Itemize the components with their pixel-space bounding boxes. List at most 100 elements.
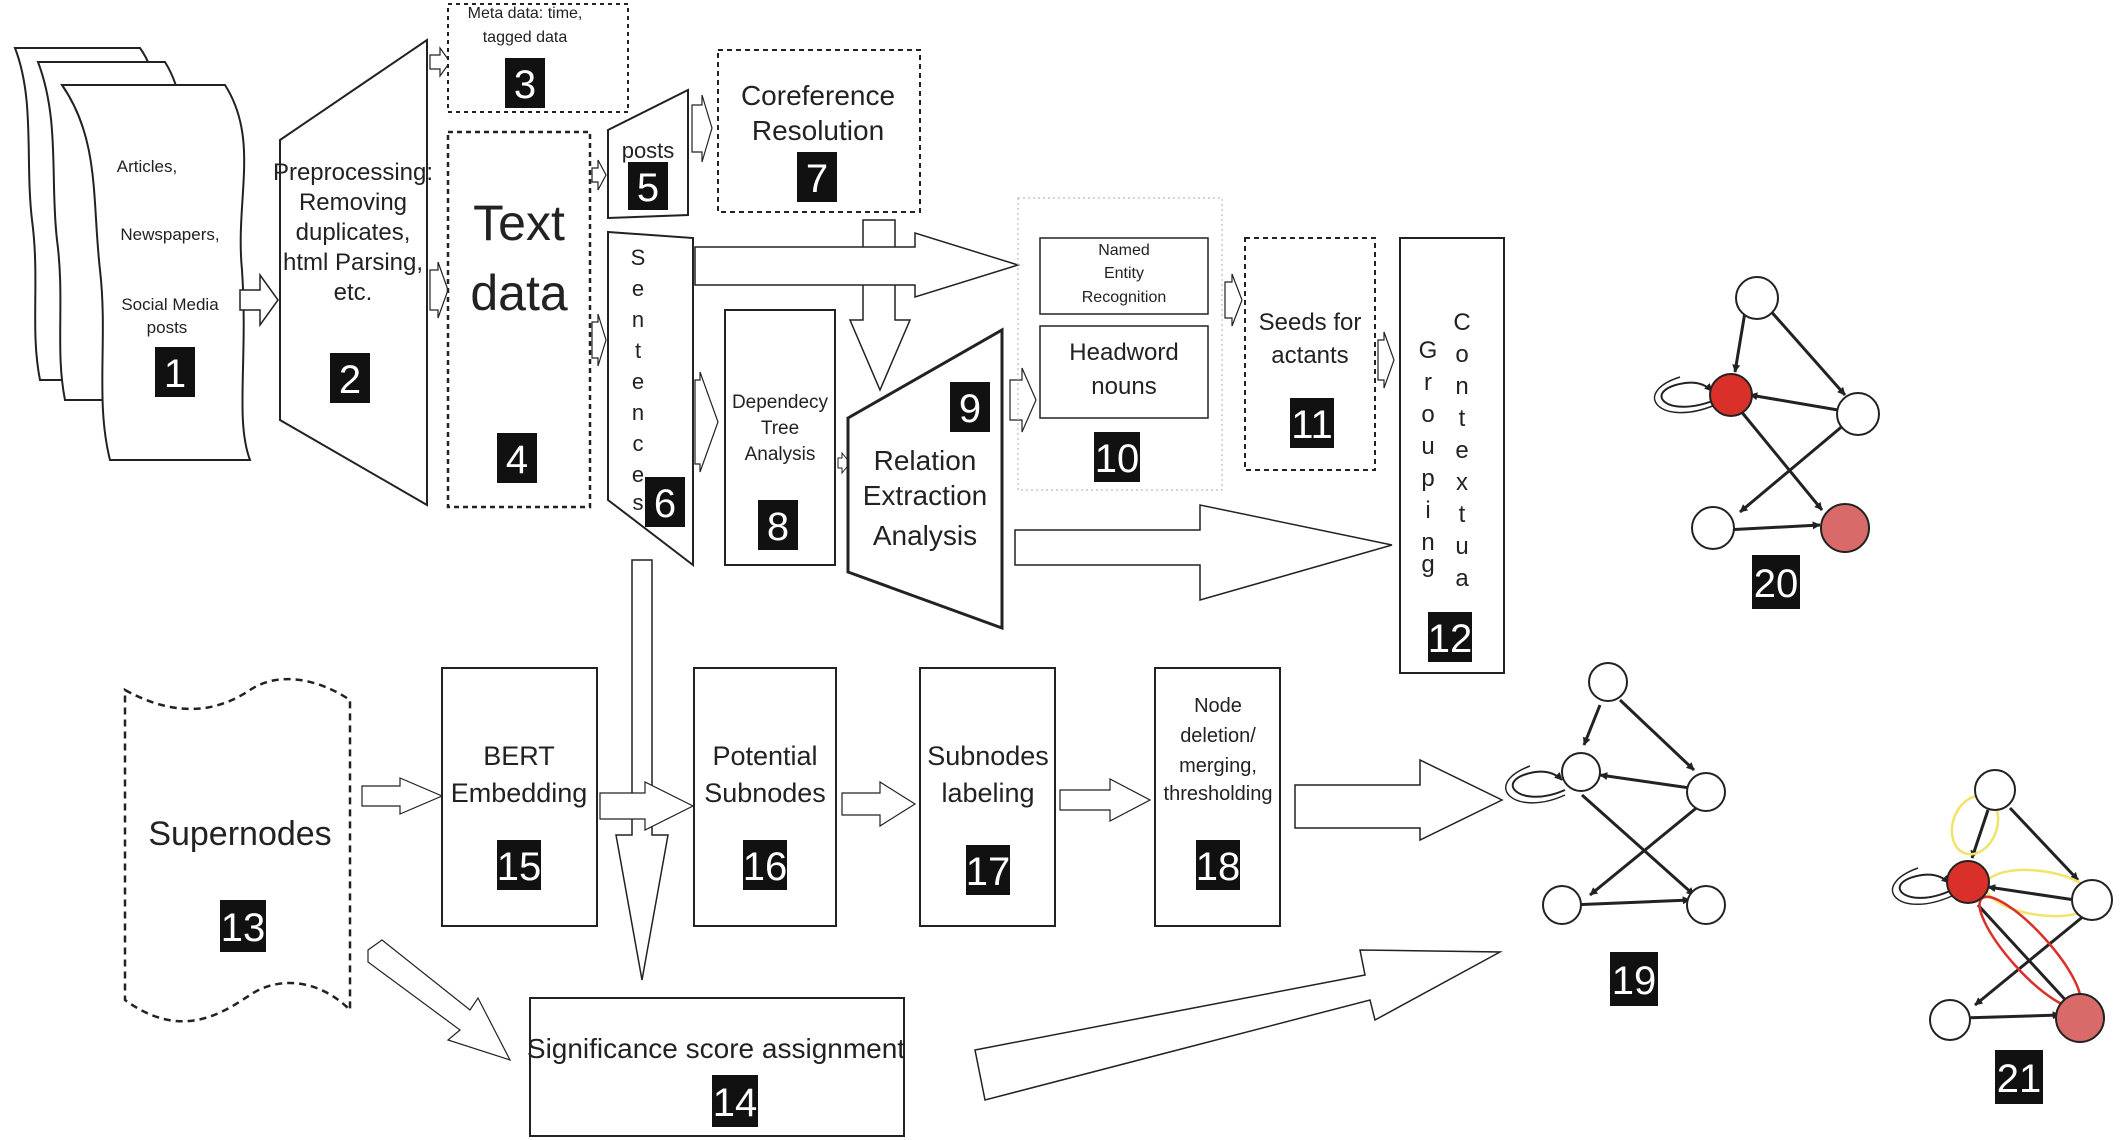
step-16-text-2: Subnodes — [704, 778, 826, 808]
graph-19-node-3 — [1686, 772, 1726, 812]
step-11-number: 11 — [1291, 403, 1333, 447]
step-6-number: 6 — [654, 482, 676, 526]
step-4-number-badge — [497, 433, 537, 483]
step-2-number-badge — [330, 353, 370, 403]
step-10-ner-text-1: Named — [1098, 242, 1150, 259]
graph-21: 21 — [1891, 769, 2113, 1104]
step-5-number: 5 — [637, 166, 659, 210]
step-2-text-1: Preprocessing: — [273, 159, 433, 186]
arrow-11-to-12 — [1377, 331, 1395, 389]
step-18-number-badge — [1196, 840, 1240, 890]
arrow-6-to-14 — [615, 559, 669, 981]
step-1-number-badge — [155, 347, 195, 397]
step-7-number: 7 — [806, 157, 828, 201]
step-16-number: 16 — [743, 845, 788, 889]
graph-20-number: 20 — [1754, 562, 1799, 606]
step-8-text-3: Analysis — [745, 444, 816, 465]
step-1-text-2: Newspapers, — [120, 225, 219, 244]
step-6-letter-5: e — [632, 369, 644, 394]
step-12-col1-letter-8: g — [1421, 551, 1434, 578]
step-3-number: 3 — [514, 63, 536, 107]
graph-20-node-3 — [1836, 392, 1880, 436]
arrow-2-to-3 — [429, 46, 451, 78]
graph-21-node-2-red — [1946, 860, 1990, 904]
graph-19-node-4 — [1542, 885, 1582, 925]
step-11-text-2: actants — [1271, 342, 1348, 369]
step-11-number-badge — [1290, 398, 1334, 448]
step-12-col2-letter-2: o — [1455, 341, 1468, 368]
step-15-bert: BERT Embedding 15 — [441, 667, 598, 927]
step-12-col1-letter-7: n — [1421, 529, 1434, 556]
step-13-text: Supernodes — [148, 815, 331, 853]
step-8-text-2: Tree — [761, 418, 799, 439]
step-6-letter-9: s — [633, 490, 644, 515]
step-3-number-badge — [505, 58, 545, 108]
step-18-text-2: deletion/ — [1180, 725, 1256, 747]
step-12-col2-letter-5: e — [1455, 437, 1468, 464]
step-17-number-badge — [966, 845, 1010, 895]
graph-21-node-5-pink — [2055, 993, 2105, 1043]
step-12-col2-letter-9: a — [1455, 565, 1469, 592]
step-1-documents: Articles, Newspapers, Social Media posts… — [13, 47, 252, 461]
arrow-9-to-12 — [1014, 504, 1393, 601]
step-2-text-5: etc. — [334, 279, 373, 306]
arrow-13-to-14 — [367, 939, 512, 1062]
step-7-text-2: Resolution — [752, 115, 884, 146]
arrow-6-to-8 — [694, 371, 719, 473]
step-2-text-3: duplicates, — [296, 219, 411, 246]
graph-21-number-badge — [1995, 1050, 2043, 1104]
arrow-9-to-10 — [1009, 367, 1037, 433]
step-12-col1-letter-6: i — [1425, 497, 1430, 524]
step-15-text-2: Embedding — [451, 778, 588, 808]
step-14-number: 14 — [713, 1081, 758, 1125]
step-9-text-1: Relation — [874, 445, 977, 476]
graph-19-node-1 — [1588, 662, 1628, 702]
step-10-headword-text-1: Headword — [1069, 339, 1178, 366]
step-10-entities: Named Entity Recognition Headword nouns … — [1017, 197, 1223, 491]
arrow-14-to-19 — [974, 949, 1503, 1101]
step-7-text-1: Coreference — [741, 80, 895, 111]
step-17-number: 17 — [966, 850, 1011, 894]
step-13-number: 13 — [221, 906, 266, 950]
step-11-seeds: Seeds for actants 11 — [1244, 237, 1376, 471]
arrow-10-to-11 — [1224, 273, 1243, 327]
step-1-text-3: Social Media — [121, 295, 219, 314]
arrow-6-to-10 — [694, 231, 1021, 299]
step-4-number: 4 — [506, 438, 528, 482]
step-10-number-badge — [1094, 432, 1140, 482]
step-4-text-data: Text data 4 — [446, 130, 592, 509]
step-12-col2-letter-1: C — [1453, 309, 1470, 336]
step-8-dependency-tree: Dependecy Tree Analysis 8 — [724, 309, 836, 566]
step-18-text-4: thresholding — [1164, 783, 1273, 805]
graph-20-node-5-pink — [1820, 503, 1870, 553]
step-13-number-badge — [220, 900, 266, 952]
step-6-letter-1: S — [631, 245, 646, 270]
step-14-significance: Significance score assignment 14 — [527, 997, 905, 1137]
step-8-number-badge — [758, 500, 798, 550]
step-1-text-4: posts — [147, 318, 188, 337]
graph-21-node-1 — [1974, 769, 2016, 811]
step-6-letter-3: n — [632, 307, 644, 332]
step-13-supernodes: Supernodes 13 — [123, 677, 352, 1023]
step-12-number-badge — [1428, 612, 1472, 662]
graph-21-node-3 — [2071, 879, 2113, 921]
step-17-subnodes-labeling: Subnodes labeling 17 — [919, 667, 1056, 927]
step-6-number-badge — [645, 477, 685, 527]
step-6-sentences: S e n t e n c e s 6 — [607, 230, 694, 568]
step-12-contextual-grouping: G r o u p i n g C o n t e x t u a l 12 — [1399, 237, 1505, 674]
step-2-text-4: html Parsing, — [283, 249, 423, 276]
step-14-text: Significance score assignment — [527, 1033, 905, 1064]
step-6-letter-2: e — [632, 276, 644, 301]
step-12-col2-letter-8: u — [1455, 533, 1468, 560]
arrow-18-to-19 — [1294, 758, 1504, 842]
graph-20: 20 — [1653, 276, 1880, 609]
step-18-number: 18 — [1196, 845, 1241, 889]
step-3-text-1: Meta data: time, — [468, 5, 583, 22]
step-16-potential-subnodes: Potential Subnodes 16 — [693, 667, 837, 927]
step-15-text-1: BERT — [483, 741, 555, 771]
arrow-15-to-16 — [599, 781, 695, 831]
graph-21-number: 21 — [1997, 1057, 2042, 1101]
graph-19-node-5 — [1686, 885, 1726, 925]
step-14-number-badge — [712, 1075, 758, 1127]
graph-19-number-badge — [1610, 952, 1658, 1006]
